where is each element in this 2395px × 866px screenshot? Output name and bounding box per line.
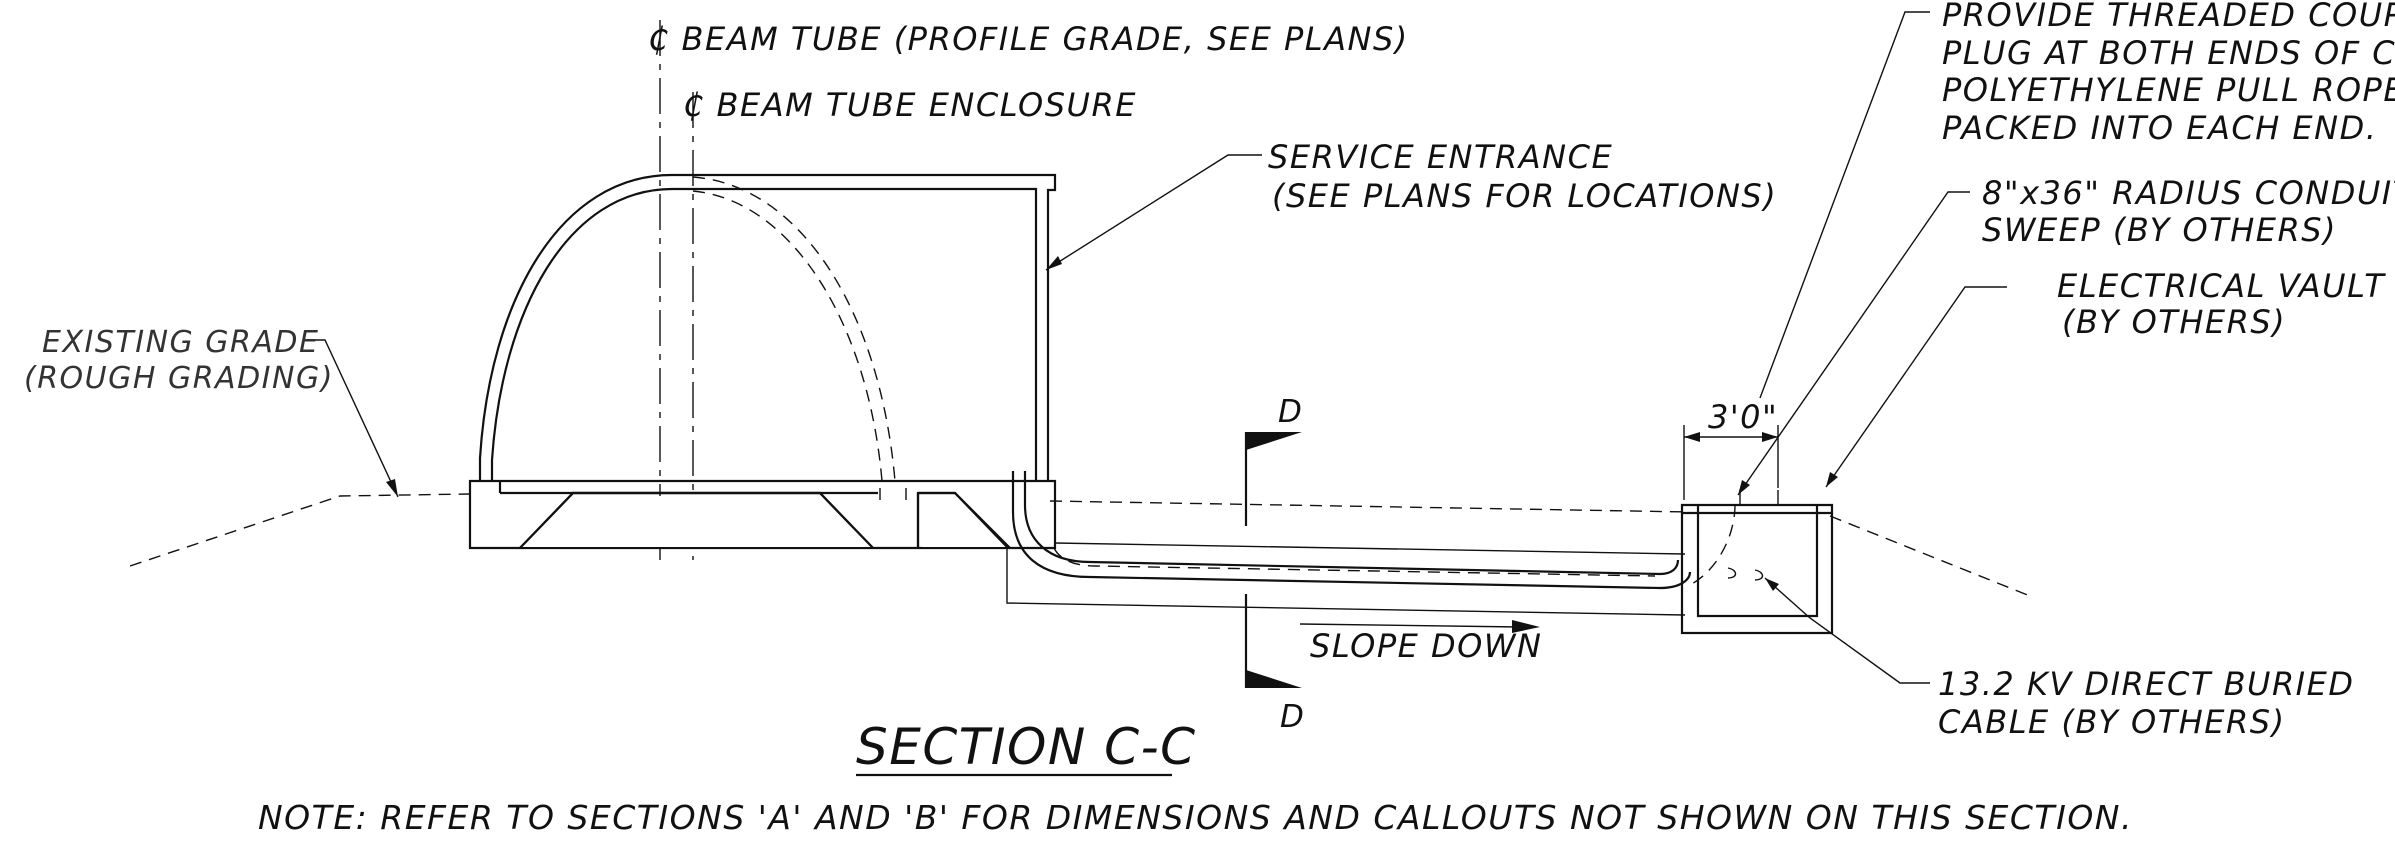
- enclosure-slab: [468, 479, 1057, 550]
- label-slope-down: SLOPE DOWN: [1310, 627, 1542, 665]
- label-section-mark-top: D: [1278, 394, 1303, 430]
- beam-tube-hidden: [692, 176, 907, 500]
- electrical-vault: [1680, 490, 1834, 635]
- label-coupling-3: POLYETHYLENE PULL ROPE, W: [1942, 71, 2395, 109]
- section-note: NOTE: REFER TO SECTIONS 'A' AND 'B' FOR …: [258, 798, 2133, 837]
- label-coupling-2: PLUG AT BOTH ENDS OF CON: [1942, 34, 2395, 72]
- label-rough-grading: (ROUGH GRADING): [24, 361, 334, 396]
- label-conduit-sweep-1: 8"x36" RADIUS CONDUIT: [1982, 174, 2395, 212]
- section-cut-d-top: [1244, 432, 1302, 526]
- section-cut-d-bottom: [1244, 594, 1302, 688]
- label-service-entrance-note: (SEE PLANS FOR LOCATIONS): [1272, 177, 1777, 215]
- slope-arrow: [1299, 620, 1540, 633]
- existing-grade-line: [129, 493, 2031, 597]
- section-title: SECTION C-C: [856, 718, 1197, 776]
- label-coupling-1: PROVIDE THREADED COUPLING: [1942, 0, 2395, 34]
- label-electrical-vault-1: ELECTRICAL VAULT: [2057, 267, 2386, 305]
- conduit-trench: [1006, 542, 1686, 616]
- conduit: [1011, 471, 1692, 590]
- leader-lines: [305, 11, 2007, 684]
- label-cable-1: 13.2 KV DIRECT BURIED: [1938, 665, 2354, 703]
- label-cl-beam-tube: ₵ BEAM TUBE (PROFILE GRADE, SEE PLANS): [648, 20, 1409, 58]
- dimension-3ft: [1683, 425, 1779, 500]
- label-electrical-vault-2: (BY OTHERS): [2062, 303, 2286, 341]
- label-conduit-sweep-2: SWEEP (BY OTHERS): [1982, 211, 2337, 249]
- label-existing-grade: EXISTING GRADE: [42, 325, 319, 360]
- label-section-mark-bottom: D: [1280, 699, 1305, 735]
- beam-tube-enclosure: [478, 173, 1057, 481]
- label-cable-2: CABLE (BY OTHERS): [1938, 703, 2286, 741]
- label-cl-beam-tube-enclosure: ₵ BEAM TUBE ENCLOSURE: [683, 86, 1137, 124]
- label-coupling-4: PACKED INTO EACH END.: [1942, 109, 2377, 147]
- label-service-entrance: SERVICE ENTRANCE: [1268, 138, 1613, 176]
- label-dimension: 3'0": [1708, 398, 1778, 436]
